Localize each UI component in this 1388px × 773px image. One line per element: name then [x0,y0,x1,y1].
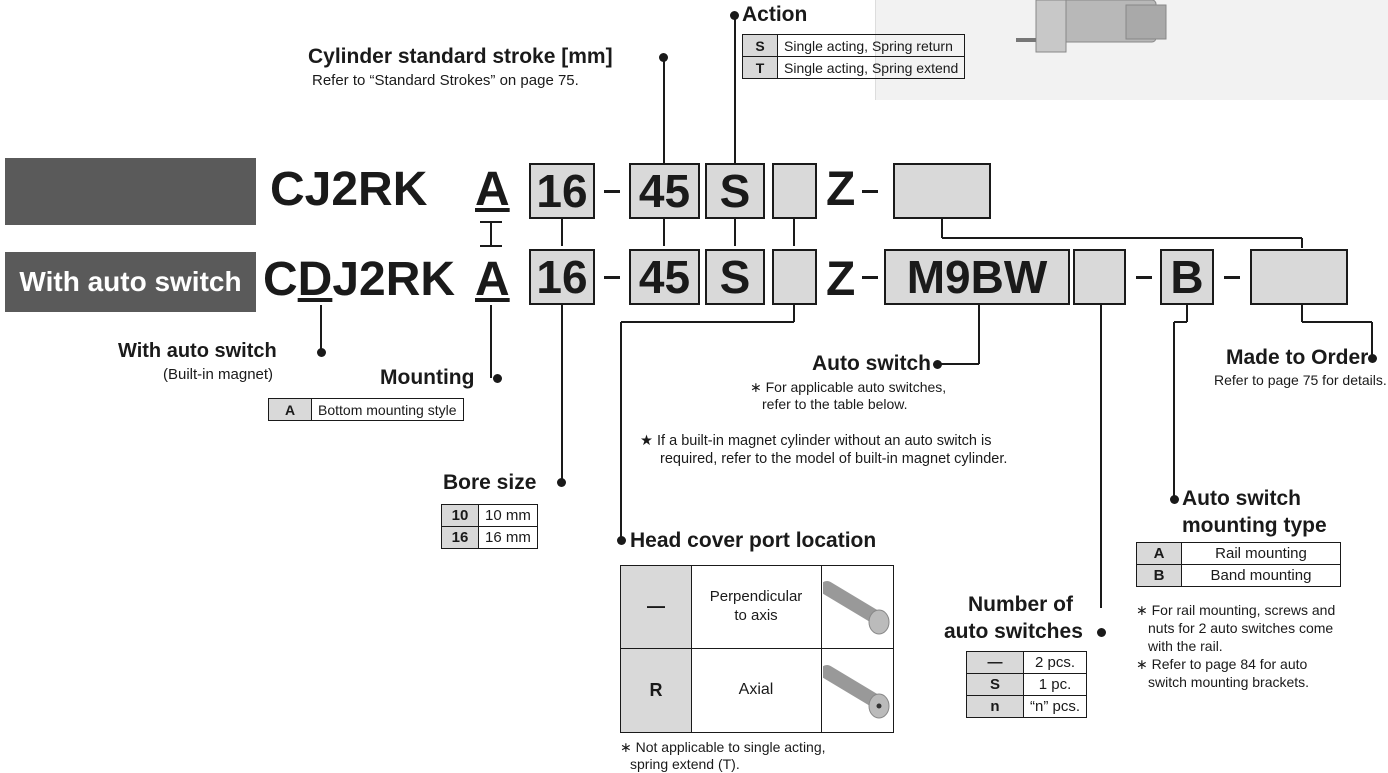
mount-type-note2: nuts for 2 auto switches come [1148,620,1333,637]
base-model-prefix: CJ2RK [270,166,427,214]
desc-cell: Single acting, Spring return [778,35,965,57]
prefix-rest: J2RK [332,253,455,306]
desc-cell: “n” pcs. [1024,696,1087,718]
code-cell: 16 [442,527,479,549]
mount-type-note3: with the rail. [1148,638,1223,655]
head-cover-table: — Perpendicular to axis R Axial [620,565,894,733]
desc-cell: Single acting, Spring extend [778,57,965,79]
mount-type-note5: switch mounting brackets. [1148,674,1309,691]
code-cell: A [1137,543,1182,565]
mounting-title: Mounting [380,366,474,390]
stroke-title: Cylinder standard stroke [mm] [308,45,613,69]
mount-type-title2: mounting type [1182,514,1327,538]
code-cell: R [621,680,691,701]
auto-port-box [772,249,817,305]
auto-bore-box: 16 [529,249,595,305]
code-cell: S [967,674,1024,696]
prefix-c: C [263,253,298,306]
base-row-tab [5,158,256,225]
with-auto-switch-note: (Built-in magnet) [163,366,273,383]
auto-switch-note2: refer to the table below. [762,396,908,413]
auto-mounting-code: A [475,256,510,304]
auto-num-box [1073,249,1126,305]
desc-cell: 10 mm [479,505,538,527]
desc-cell: Perpendicular [691,588,821,605]
head-cover-note2: spring extend (T). [630,756,740,773]
stroke-note: Refer to “Standard Strokes” on page 75. [312,72,579,89]
auto-row-tab: With auto switch [5,252,256,312]
auto-switch-title: Auto switch [812,352,931,376]
base-suffix: Z [826,166,855,214]
made-to-order-note: Refer to page 75 for details. [1214,372,1387,389]
desc-cell: 16 mm [479,527,538,549]
base-stroke-box: 45 [629,163,700,219]
auto-switch-star1: ★ If a built-in magnet cylinder without … [640,433,992,450]
table-row: —2 pcs. [967,652,1087,674]
code-cell: S [743,35,778,57]
auto-model-prefix: CDJ2RK [263,256,455,304]
desc-cell: 2 pcs. [1024,652,1087,674]
auto-switch-star2: required, refer to the model of built-in… [660,451,1007,468]
desc-cell: 1 pc. [1024,674,1087,696]
mount-type-note4: ∗ Refer to page 84 for auto [1136,656,1307,673]
prefix-d: D [298,253,333,306]
desc-cell: to axis [691,607,821,624]
auto-stroke-box: 45 [629,249,700,305]
auto-action-box: S [705,249,765,305]
base-mounting-code: A [475,166,510,214]
desc-cell: Axial [691,681,821,699]
auto-mount-type-box: B [1160,249,1214,305]
base-port-box [772,163,817,219]
base-option-box [893,163,991,219]
num-switches-title2: auto switches [944,620,1083,644]
code-cell: — [621,596,691,617]
head-cover-title: Head cover port location [630,529,876,553]
auto-row-tab-label: With auto switch [19,266,241,298]
mount-type-note1: ∗ For rail mounting, screws and [1136,602,1335,619]
base-bore-box: 16 [529,163,595,219]
with-auto-switch-title: With auto switch [118,340,277,363]
desc-cell: Band mounting [1182,565,1341,587]
auto-switch-box: M9BW [884,249,1070,305]
axial-port-icon [823,658,891,726]
desc-cell: Bottom mounting style [312,399,464,421]
code-cell: T [743,57,778,79]
perpendicular-port-icon [823,574,891,642]
made-to-order-title: Made to Order [1226,346,1368,370]
auto-option-box [1250,249,1348,305]
head-cover-note1: ∗ Not applicable to single acting, [620,739,826,756]
code-cell: 10 [442,505,479,527]
code-cell: A [269,399,312,421]
action-title: Action [742,3,807,27]
base-action-box: S [705,163,765,219]
table-row: n“n” pcs. [967,696,1087,718]
code-cell: B [1137,565,1182,587]
code-cell: n [967,696,1024,718]
desc-cell: Rail mounting [1182,543,1341,565]
bore-title: Bore size [443,471,536,495]
code-cell: — [967,652,1024,674]
auto-switch-note1: ∗ For applicable auto switches, [750,379,946,396]
auto-suffix: Z [826,256,855,304]
num-switches-title1: Number of [968,593,1073,617]
mount-type-title1: Auto switch [1182,487,1301,511]
